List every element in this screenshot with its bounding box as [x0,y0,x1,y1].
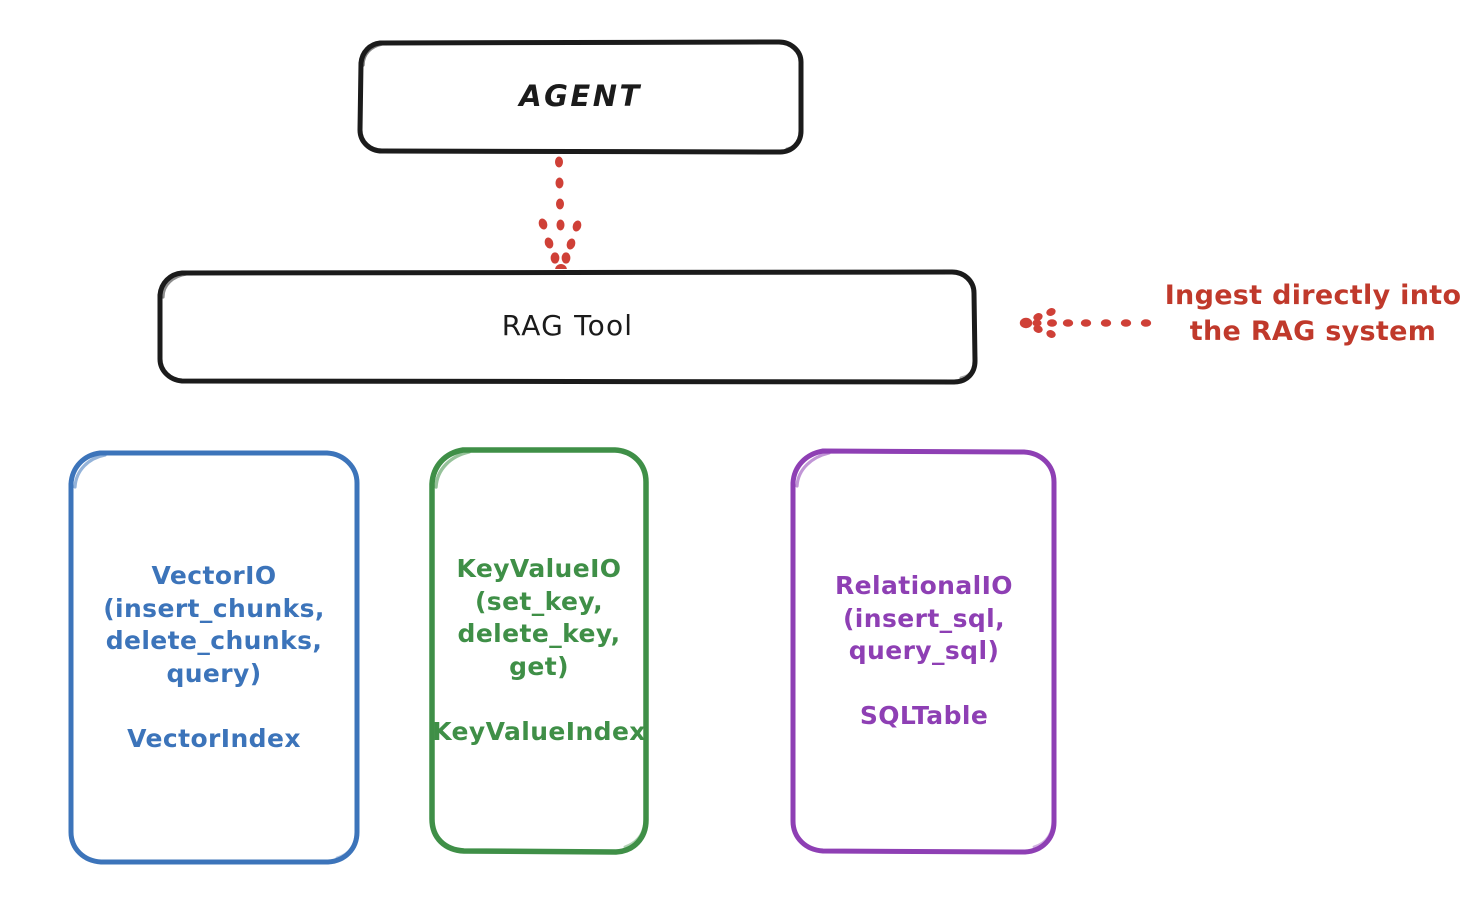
arrowhead-left-icon [1019,308,1057,338]
node-key-value-io[interactable]: KeyValueIO (set_key, delete_key, get) Ke… [427,445,651,856]
connector-agent-to-rag-tool [538,156,582,276]
node-key-value-io-label: KeyValueIO (set_key, delete_key, get) Ke… [432,554,646,746]
node-agent-label: AGENT [519,78,642,113]
node-rag-tool[interactable]: RAG Tool [156,269,979,385]
dotted-line-segments [555,156,565,231]
annotation-ingest-directly: Ingest directly into the RAG system [1164,280,1462,347]
node-relational-io[interactable]: RelationalIO (insert_sql, query_sql) SQL… [789,447,1059,856]
dotted-line-segments [1062,319,1152,327]
connector-ingest-to-rag-tool [1019,308,1152,338]
node-vector-io[interactable]: VectorIO (insert_chunks, delete_chunks, … [67,449,361,866]
node-rag-tool-label: RAG Tool [501,309,634,343]
arrowhead-down-icon [538,218,582,276]
node-agent[interactable]: AGENT [357,39,804,155]
node-vector-io-label: VectorIO (insert_chunks, delete_chunks, … [103,561,325,753]
node-relational-io-label: RelationalIO (insert_sql, query_sql) SQL… [835,571,1013,731]
